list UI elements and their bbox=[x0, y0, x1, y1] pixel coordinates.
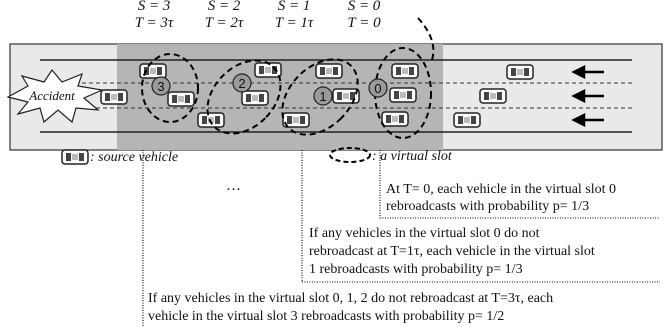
slot-number-badges: 3 2 1 0 bbox=[151, 73, 388, 106]
caption-slot3-line2: vehicle in the virtual slot 3 rebroadcas… bbox=[148, 309, 505, 324]
caption-slot1-line2: rebroadcast at T=1τ, each vehicle in the… bbox=[309, 244, 595, 259]
vehicle-icon bbox=[479, 88, 507, 104]
vehicle-icon bbox=[506, 64, 534, 80]
vehicle-icon bbox=[139, 63, 167, 79]
vehicle-icon bbox=[332, 88, 360, 104]
vehicle-icon bbox=[197, 112, 225, 128]
virtual-slot-1 bbox=[281, 58, 359, 136]
slot-header-s2: S = 2 bbox=[207, 0, 241, 14]
slot-header-s3: S = 3 bbox=[137, 0, 171, 14]
caption-slot1-line3: 1 rebroadcasts with probability p= 1/3 bbox=[309, 262, 523, 277]
virtual-slot-3 bbox=[141, 53, 199, 123]
caption-slot0-line2: rebroadcasts with probability p= 1/3 bbox=[386, 199, 590, 214]
accident-label: Accident bbox=[28, 88, 75, 103]
source-vehicle-icon bbox=[100, 89, 128, 105]
caption-slot3-line1: If any vehicles in the virtual slot 0, 1… bbox=[148, 291, 554, 306]
slot-header-t0: T = 0 bbox=[347, 15, 381, 31]
accident-burst-icon bbox=[6, 68, 105, 124]
vehicle-icon bbox=[391, 63, 419, 79]
slot-header-t1: T = 1τ bbox=[274, 15, 314, 31]
caption-slot1-line1: If any vehicles in the virtual slot 0 do… bbox=[309, 226, 540, 241]
virtual-slot-0 bbox=[374, 47, 432, 139]
slot-header-s1: S = 1 bbox=[277, 0, 311, 14]
vehicle-icon bbox=[453, 112, 481, 128]
caption-slot0-line1: At T= 0, each vehicle in the virtual slo… bbox=[386, 182, 617, 197]
legend-source-vehicle-label: : source vehicle bbox=[90, 150, 178, 165]
legend-source-vehicle-icon bbox=[61, 149, 89, 165]
vehicle-icon bbox=[167, 91, 195, 107]
slot-header-t2: T = 2τ bbox=[204, 15, 244, 31]
vehicle-icon bbox=[381, 111, 409, 127]
slot-header-t3: T = 3τ bbox=[134, 15, 174, 31]
caption-connectors bbox=[142, 150, 660, 327]
slot-number-1: 1 bbox=[319, 89, 326, 104]
slot-header-s0: S = 0 bbox=[347, 0, 381, 14]
legend-virtual-slot-icon bbox=[329, 147, 371, 163]
virtual-slot-2 bbox=[206, 59, 282, 135]
vehicle-icon bbox=[315, 63, 343, 79]
arrow-left-icon bbox=[571, 64, 604, 128]
slot-number-3: 3 bbox=[157, 79, 164, 94]
slot-0-extension bbox=[417, 17, 435, 61]
vehicle-icon bbox=[241, 90, 269, 106]
vehicle-icon bbox=[389, 87, 417, 103]
slot-number-2: 2 bbox=[238, 76, 245, 91]
legend-virtual-slot-label: : a virtual slot bbox=[372, 149, 453, 164]
ellipsis: … bbox=[226, 178, 241, 194]
slot-number-0: 0 bbox=[374, 81, 381, 96]
